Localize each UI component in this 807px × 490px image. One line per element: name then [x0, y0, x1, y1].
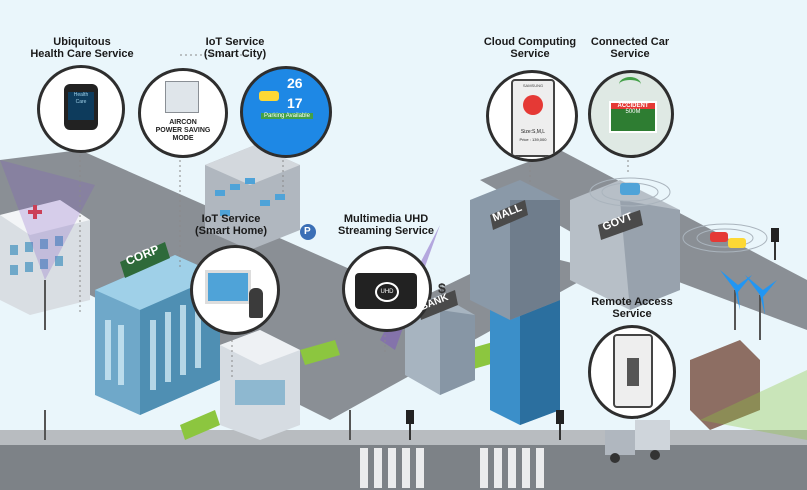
- smart-city-parking-bubble: 26 17 Parking Available: [240, 66, 332, 158]
- accident-label: ACCIDENT: [611, 103, 655, 109]
- crosswalk-left: [360, 448, 424, 488]
- parking-count-top: 26: [287, 75, 303, 91]
- dollar-sign: $: [438, 280, 446, 296]
- parking-available-label: Parking Available: [261, 113, 313, 119]
- tablet-icon: UHD: [355, 273, 417, 309]
- distance-label: 500M: [625, 109, 641, 115]
- smart-city-aircon-bubble: AIRCON POWER SAVING MODE: [138, 68, 228, 158]
- crosswalk-right: [480, 448, 544, 488]
- accident-sign: ACCIDENT 500M: [609, 101, 657, 133]
- remote-phone-icon: [613, 334, 653, 408]
- turbine-blades-2: [745, 275, 777, 315]
- bank-building: [405, 295, 475, 395]
- corp-sign-board: [120, 242, 170, 278]
- connected-car-bubble: ACCIDENT 500M: [588, 70, 674, 158]
- uhd-play-icon: UHD: [375, 282, 399, 302]
- mall-building: [470, 180, 560, 320]
- smartphone-icon: SAMSUNG Size:S,M,L Price : 139,000: [511, 79, 555, 157]
- traffic-light-1: [406, 410, 414, 440]
- car-icon: [259, 91, 279, 101]
- smart-home-building: [220, 330, 300, 440]
- cloud-service-label: Cloud Computing Service: [483, 36, 577, 60]
- multimedia-bubble: UHD: [342, 246, 432, 332]
- bank-sign-board: [418, 290, 458, 320]
- parking-sign: [300, 224, 316, 240]
- person-icon: [249, 288, 263, 318]
- mall-sign-board: [490, 200, 528, 230]
- cloud-size-text: Size:S,M,L: [520, 129, 546, 135]
- remote-access-signal-beam: [700, 370, 807, 440]
- wifi-icon: [619, 77, 641, 92]
- multimedia-service-label: Multimedia UHD Streaming Service: [338, 213, 434, 237]
- smart-city-service-label: IoT Service (Smart City): [203, 36, 267, 60]
- smart-home-bubble: [190, 245, 280, 335]
- parking-letter: P: [304, 226, 311, 237]
- connected-car-service-label: Connected Car Service: [590, 36, 670, 60]
- accident-car-2: [728, 238, 746, 248]
- govt-sign-board: [598, 210, 643, 240]
- cloud-price-text: Price : 139,000: [519, 137, 547, 142]
- cloud-bubble: SAMSUNG Size:S,M,L Price : 139,000: [486, 70, 578, 162]
- healthcare-bubble: Health Care: [37, 65, 125, 153]
- watch-screen: Health Care: [68, 92, 94, 120]
- traffic-light-3: [771, 228, 779, 260]
- sidewalk-strip: [0, 430, 807, 445]
- factory-roof: [690, 340, 760, 430]
- heart-icon: [523, 95, 543, 115]
- parking-count-bottom: 17: [287, 95, 303, 111]
- smartwatch-icon: Health Care: [64, 84, 98, 130]
- delivery-truck: [605, 420, 670, 463]
- healthcare-signal-beam: [0, 160, 95, 280]
- aircon-icon: [165, 81, 199, 113]
- accident-car-1: [710, 232, 728, 242]
- robot-arm-icon: [627, 358, 639, 386]
- phone-brand-label: SAMSUNG: [522, 83, 544, 88]
- turbine-blades-1: [720, 270, 752, 310]
- grass-patch-1: [300, 340, 340, 365]
- tv-screen-icon: [205, 270, 251, 304]
- grass-patch-2: [180, 410, 220, 440]
- healthcare-service-label: Ubiquitous Health Care Service: [30, 36, 134, 60]
- hospital-building: [0, 200, 90, 315]
- remote-access-service-label: Remote Access Service: [591, 296, 673, 320]
- traffic-light-2: [556, 410, 564, 440]
- aircon-text: AIRCON POWER SAVING MODE: [155, 119, 211, 142]
- remote-access-bubble: [588, 325, 676, 419]
- connected-car: [620, 183, 640, 195]
- smart-home-service-label: IoT Service (Smart Home): [194, 213, 268, 237]
